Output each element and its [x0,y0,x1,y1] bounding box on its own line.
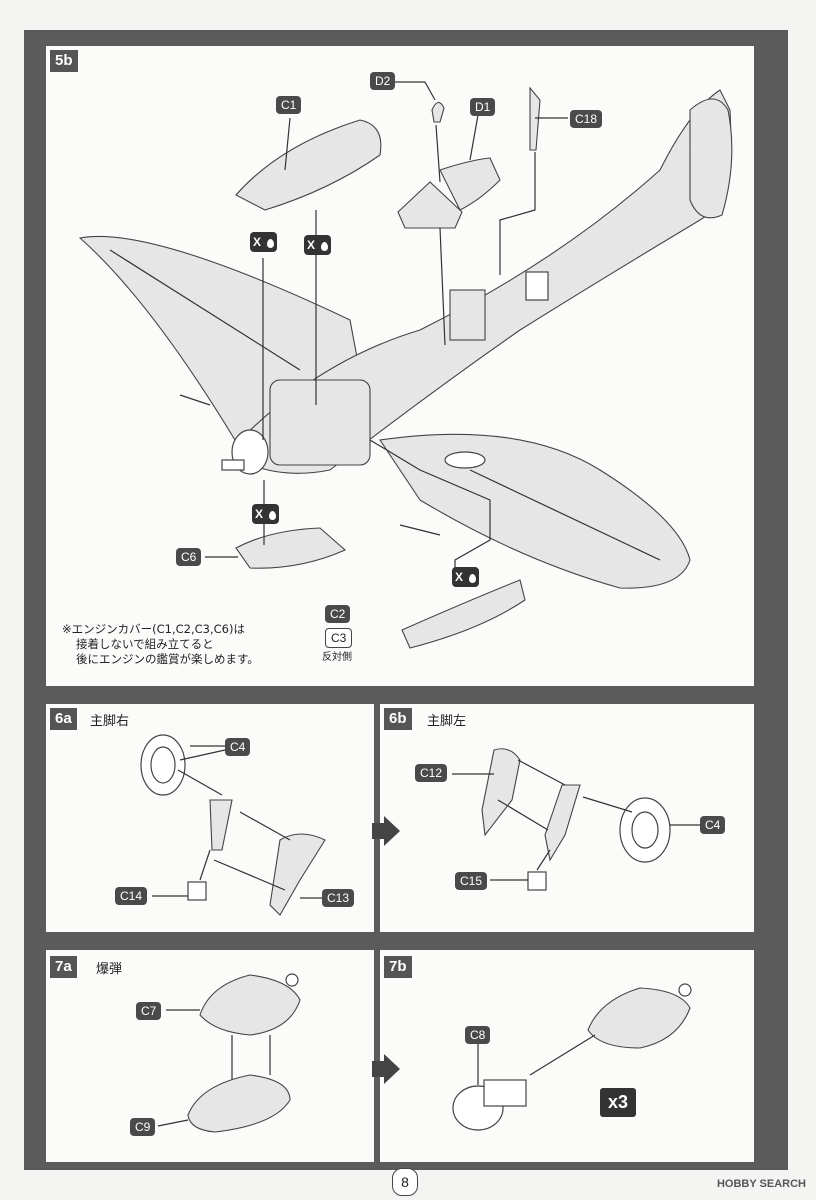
no-glue-icon: X [304,235,331,255]
engine-cover-note: ※エンジンカバー(C1,C2,C3,C6)は 接着しないで組み立てると 後にエン… [62,622,259,666]
step-title-7a: 爆弾 [96,962,123,977]
part-d1-shape [397,181,463,229]
part-label-d2: D2 [370,72,396,90]
no-glue-icon: X [452,567,479,587]
spitfire-drawing [78,89,733,589]
step-title-6b: 主脚左 [427,714,467,729]
watermark: HOBBY SEARCH [716,1178,806,1190]
step-badge-5b: 5b [50,50,78,72]
part-label-c7: C7 [136,1002,162,1020]
part-label-c14: C14 [115,887,148,905]
next-step-arrow-icon [372,816,400,846]
part-label-c1: C1 [276,96,302,114]
no-glue-icon: X [250,232,277,252]
part-label-d1: D1 [470,98,496,116]
part-c1-shape [235,119,382,211]
step-badge-6b: 6b [384,708,412,730]
step-badge-7a: 7a [50,956,77,978]
part-label-c18: C18 [570,110,603,128]
step-badge-6a: 6a [50,708,77,730]
quantity-badge: x3 [600,1088,637,1117]
part-label-c15: C15 [455,872,488,890]
panel-step-6a [46,704,374,932]
part-label-c12: C12 [415,764,448,782]
part-label-c9: C9 [130,1118,156,1136]
part-label-c2: C2 [325,605,351,623]
part-label-c13: C13 [322,889,355,907]
next-step-arrow-icon [372,1054,400,1084]
part-label-c3: C3 [325,628,353,648]
panel-step-7b [380,950,754,1162]
step-badge-7b: 7b [384,956,412,978]
part-label-c8: C8 [465,1026,491,1044]
part-label-c4-left: C4 [700,816,726,834]
page-number: 8 [392,1168,418,1196]
part-c3-note: 反対側 [322,652,352,663]
part-label-c4-right: C4 [225,738,251,756]
step-title-6a: 主脚右 [90,714,130,729]
part-label-c6: C6 [176,548,202,566]
no-glue-icon: X [252,504,279,524]
